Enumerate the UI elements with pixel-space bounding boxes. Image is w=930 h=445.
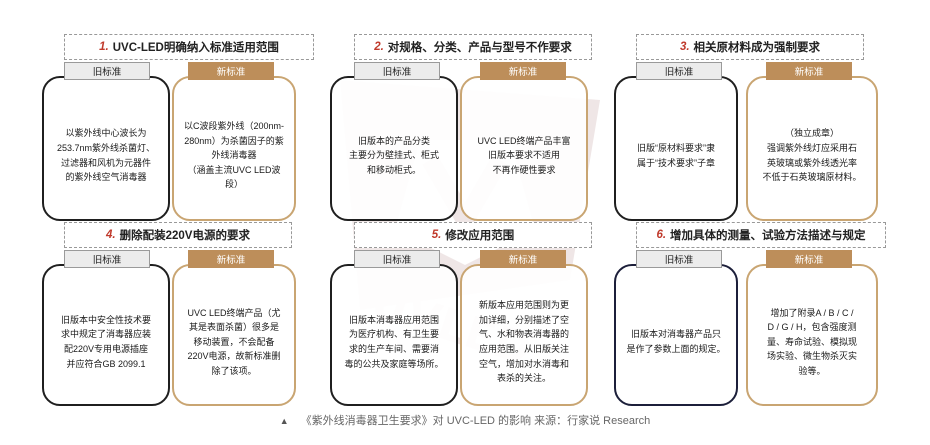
text-line: 是作了参数上面的规定。 — [626, 344, 726, 354]
text-line: 强调紫外线灯应采用石 — [766, 142, 857, 153]
text-line: 气、水和物表消毒器的 — [478, 329, 569, 340]
text-line: D / G / H，包含强度测 — [767, 322, 857, 333]
text-line: 主要分为壁挂式、柜式 — [348, 150, 439, 161]
new-standard-card: UVC LED终端产品丰富 旧版本要求不适用 不再作硬性要求 — [460, 76, 588, 221]
old-standard-tag: 旧标准 — [64, 62, 150, 80]
text-line: 场实验、微生物杀灭实 — [766, 351, 857, 362]
text-line: 和移动柜式。 — [366, 164, 421, 175]
text-line: 过滤器和风机为元器件 — [60, 157, 151, 168]
section-4-title: 4. 删除配装220V电源的要求 — [64, 222, 292, 248]
text-line: 旧版“原材料要求”隶 — [637, 142, 715, 153]
old-standard-tag: 旧标准 — [636, 250, 722, 268]
section-3-title: 3. 相关原材料成为强制要求 — [636, 34, 864, 60]
section-number: 2. — [374, 41, 384, 53]
text-line: 的紫外线空气消毒器 — [65, 172, 147, 183]
text-line: 旧版本对消毒器产品只 — [630, 329, 721, 340]
text-line: 除了该项。 — [211, 365, 257, 376]
text-line: 旧版本的产品分类 — [357, 135, 430, 146]
text-line: 253.7nm紫外线杀菌灯、 — [56, 142, 156, 153]
section-number: 1. — [99, 41, 109, 53]
new-standard-card: 新版本应用范围则为更 加详细，分别描述了空 气、水和物表消毒器的 应用范围。从旧… — [460, 264, 588, 406]
new-standard-tag: 新标准 — [480, 62, 566, 80]
section-number: 5. — [431, 229, 442, 241]
new-standard-card: 以C波段紫外线（200nm- 280nm）为杀菌因子的紫 外线消毒器 （涵盖主流… — [172, 76, 296, 221]
old-standard-tag: 旧标准 — [636, 62, 722, 80]
section-title-text: 增加具体的测量、试验方法描述与规定 — [670, 230, 866, 242]
section-2-title: 2. 对规格、分类、产品与型号不作要求 — [354, 34, 592, 60]
text-line: 旧版本要求不适用 — [487, 150, 560, 161]
text-line: 增加了附录A / B / C / — [770, 307, 854, 318]
old-standard-card: 旧版本消毒器应用范围 为医疗机构、有卫生要 求的生产车间、需要消 毒的公共及家庭… — [330, 264, 458, 406]
section-number: 6. — [656, 229, 667, 241]
text-line: 以C波段紫外线（200nm- — [184, 121, 285, 132]
text-line: 属于“技术要求”子章 — [637, 157, 715, 168]
text-line: 外线消毒器 — [211, 150, 257, 161]
section-5: 5. 修改应用范围 旧标准 旧版本消毒器应用范围 为医疗机构、有卫生要 求的生产… — [322, 222, 622, 412]
section-6: 6. 增加具体的测量、试验方法描述与规定 旧标准 旧版本对消毒器产品只 是作了参… — [602, 222, 902, 412]
text-line: 移动装置，不会配备 — [193, 336, 275, 347]
section-1-title: 1. UVC-LED明确纳入标准适用范围 — [64, 34, 314, 60]
old-standard-tag: 旧标准 — [354, 62, 440, 80]
section-title-text: 修改应用范围 — [445, 230, 515, 242]
text-line: 旧版本消毒器应用范围 — [348, 314, 439, 325]
text-line: 以紫外线中心波长为 — [65, 128, 147, 139]
section-number: 4. — [106, 229, 116, 241]
text-line: 空气，增加对水消毒和 — [478, 358, 569, 369]
new-standard-tag: 新标准 — [188, 62, 274, 80]
new-standard-card: 增加了附录A / B / C / D / G / H，包含强度测 量、寿命试验、… — [746, 264, 878, 406]
text-line: 英玻璃或紫外线透光率 — [766, 157, 857, 168]
text-line: UVC LED终端产品（尤 — [187, 307, 281, 318]
new-standard-tag: 新标准 — [480, 250, 566, 268]
old-standard-card: 以紫外线中心波长为 253.7nm紫外线杀菌灯、 过滤器和风机为元器件 的紫外线… — [42, 76, 170, 221]
text-line: 配220V专用电源插座 — [63, 344, 148, 354]
text-line: （涵盖主流UVC LED波段） — [187, 164, 281, 190]
section-2: 2. 对规格、分类、产品与型号不作要求 旧标准 旧版本的产品分类 主要分为壁挂式… — [322, 34, 622, 224]
text-line: 不再作硬性要求 — [492, 164, 556, 175]
old-standard-tag: 旧标准 — [354, 250, 440, 268]
triangle-icon: ▲ — [279, 416, 289, 426]
text-line: 220V电源，故新标准删 — [187, 351, 281, 362]
section-4: 4. 删除配装220V电源的要求 旧标准 旧版本中安全性技术要 求中规定了消毒器… — [38, 222, 338, 412]
text-line: UVC LED终端产品丰富 — [477, 135, 571, 146]
section-5-title: 5. 修改应用范围 — [354, 222, 592, 248]
section-title-text: 删除配装220V电源的要求 — [119, 230, 250, 242]
figure-caption: ▲ 《紫外线消毒器卫生要求》对 UVC-LED 的影响 来源：行家说 Resear… — [0, 412, 930, 428]
section-number: 3. — [679, 41, 690, 53]
text-line: 求中规定了消毒器应装 — [60, 329, 151, 340]
text-line: 求的生产车间、需要消 — [348, 344, 439, 354]
new-standard-tag: 新标准 — [766, 250, 852, 268]
text-line: 280nm）为杀菌因子的紫 — [184, 135, 284, 146]
old-standard-card: 旧版本的产品分类 主要分为壁挂式、柜式 和移动柜式。 — [330, 76, 458, 221]
text-line: 新版本应用范围则为更 — [478, 300, 569, 311]
section-1: 1. UVC-LED明确纳入标准适用范围 旧标准 以紫外线中心波长为 253.7… — [38, 34, 338, 224]
text-line: 毒的公共及家庭等场所。 — [344, 358, 444, 369]
new-standard-tag: 新标准 — [766, 62, 852, 80]
text-line: 应用范围。从旧版关注 — [478, 344, 569, 354]
text-line: 加详细，分别描述了空 — [478, 314, 569, 325]
text-line: 其是表面杀菌）很多是 — [188, 322, 279, 333]
text-line: （独立成章） — [784, 128, 839, 139]
text-line: 不低于石英玻璃原材料。 — [762, 172, 862, 183]
section-title-text: 相关原材料成为强制要求 — [693, 42, 821, 54]
section-title-text: UVC-LED明确纳入标准适用范围 — [112, 42, 279, 54]
new-standard-card: UVC LED终端产品（尤 其是表面杀菌）很多是 移动装置，不会配备 220V电… — [172, 264, 296, 406]
old-standard-card: 旧版本对消毒器产品只 是作了参数上面的规定。 — [614, 264, 738, 406]
text-line: 验等。 — [798, 365, 826, 376]
old-standard-card: 旧版本中安全性技术要 求中规定了消毒器应装 配220V专用电源插座 并应符合GB… — [42, 264, 170, 406]
new-standard-card: （独立成章） 强调紫外线灯应采用石 英玻璃或紫外线透光率 不低于石英玻璃原材料。 — [746, 76, 878, 221]
caption-text: 《紫外线消毒器卫生要求》对 UVC-LED 的影响 来源：行家说 Researc… — [300, 415, 651, 427]
section-title-text: 对规格、分类、产品与型号不作要求 — [387, 42, 572, 54]
text-line: 旧版本中安全性技术要 — [60, 314, 151, 325]
old-standard-card: 旧版“原材料要求”隶 属于“技术要求”子章 — [614, 76, 738, 221]
section-3: 3. 相关原材料成为强制要求 旧标准 旧版“原材料要求”隶 属于“技术要求”子章… — [602, 34, 902, 224]
text-line: 表杀的关注。 — [496, 373, 551, 384]
text-line: 为医疗机构、有卫生要 — [348, 329, 439, 340]
old-standard-tag: 旧标准 — [64, 250, 150, 268]
section-6-title: 6. 增加具体的测量、试验方法描述与规定 — [636, 222, 886, 248]
text-line: 量、寿命试验、模拟现 — [766, 336, 857, 347]
new-standard-tag: 新标准 — [188, 250, 274, 268]
text-line: 并应符合GB 2099.1 — [66, 358, 146, 369]
